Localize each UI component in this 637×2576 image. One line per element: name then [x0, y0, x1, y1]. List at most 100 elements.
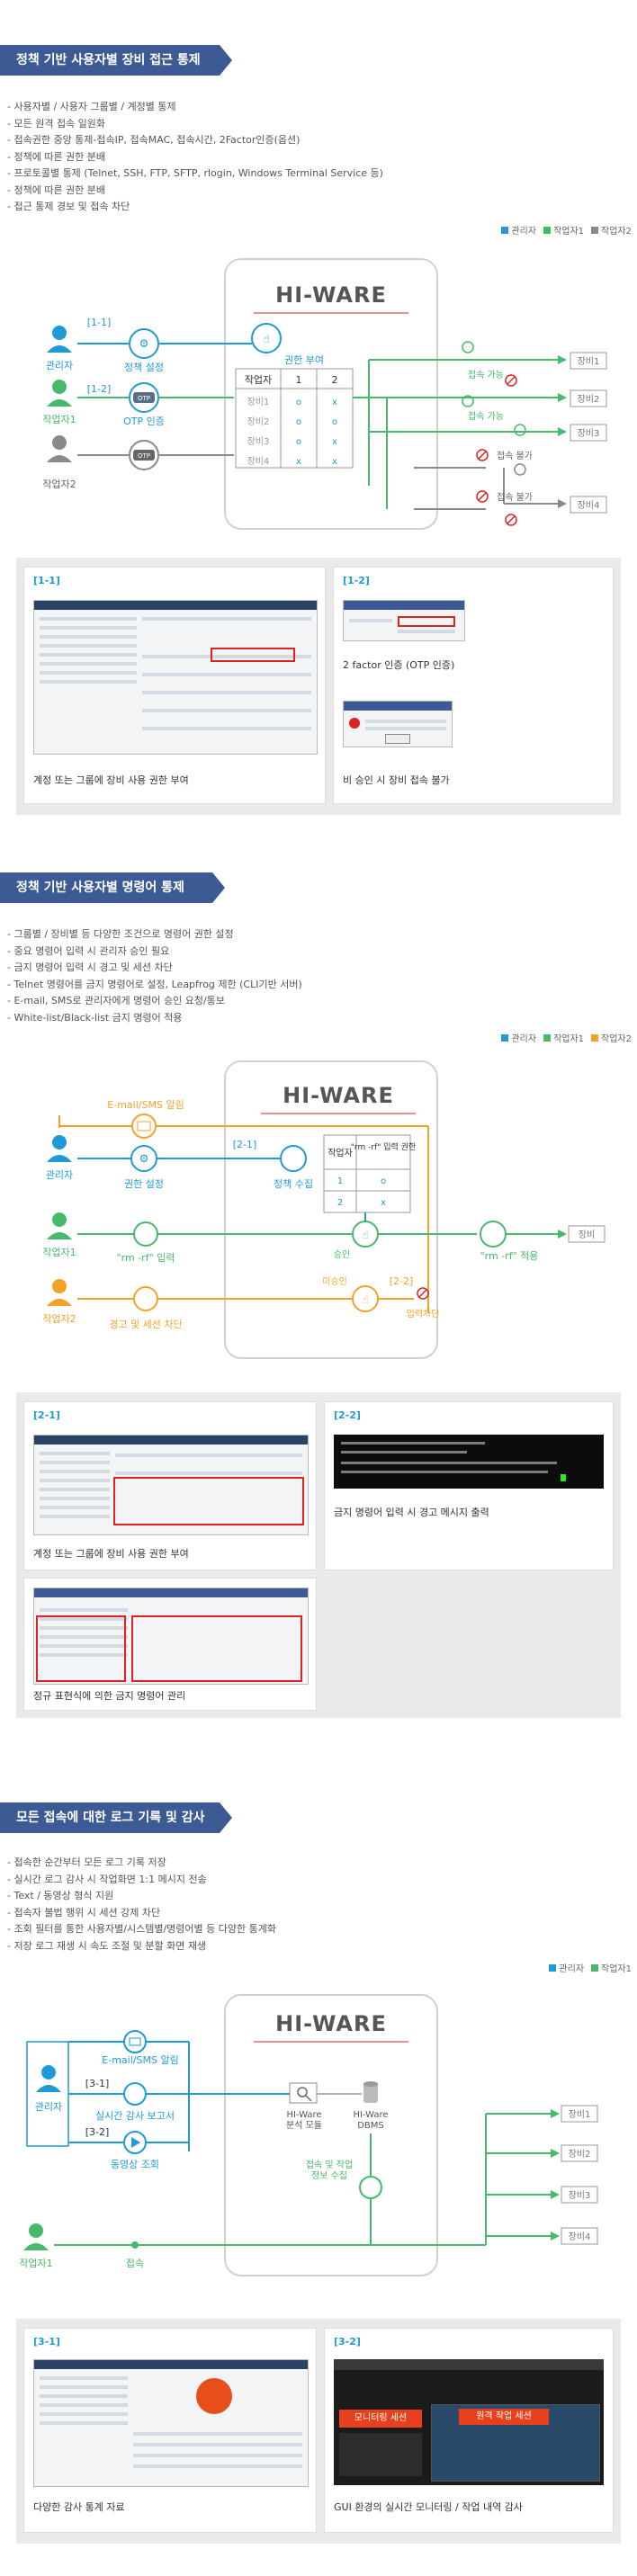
card-caption: 2 factor 인증 (OTP 인증)	[343, 659, 455, 671]
equipment-2: 장비2	[570, 389, 607, 407]
perm-label: 권한 설정	[124, 1178, 164, 1190]
deny-label: 미승인	[322, 1276, 347, 1287]
email-label: E-mail/SMS 알림	[107, 1098, 184, 1111]
block-icon	[476, 449, 489, 461]
legend-worker2: 작업자2	[591, 223, 632, 237]
section1-legend: 관리자 작업자1 작업자2	[501, 223, 632, 237]
equipment-3: 장비3	[561, 2186, 598, 2204]
dbms-label: HI-Ware	[353, 2110, 388, 2120]
svg-text:작업자: 작업자	[245, 374, 272, 386]
bullet: 접속자 불법 행위 시 세션 강제 차단	[7, 1905, 276, 1922]
legend-worker1: 작업자1	[591, 1961, 632, 1974]
svg-text:장비: 장비	[579, 1230, 595, 1240]
svg-text:작업자: 작업자	[327, 1147, 353, 1158]
svg-text:장비1: 장비1	[247, 397, 270, 407]
otp-dialog-thumbnail	[343, 600, 465, 641]
svg-text:☝: ☝	[362, 1293, 368, 1306]
bullet: 프로토콜별 통제 (Telnet, SSH, FTP, SFTP, rlogin…	[7, 165, 382, 183]
user-worker1-icon	[47, 380, 72, 407]
bullet: 사용자별 / 사용자 그룹별 / 계정별 통제	[7, 99, 383, 116]
rm-permission-table: 작업자 "rm -rf" 입력 권한 1 o 2 x	[323, 1134, 416, 1213]
user-worker2-icon	[47, 1279, 72, 1306]
svg-text:x: x	[381, 1198, 386, 1208]
equipment-3: 장비3	[570, 424, 607, 442]
bullet: 조회 필터를 통한 사용자별/시스템별/명령어별 등 다양한 통계화	[7, 1921, 276, 1938]
warn-label: 경고 및 세션 차단	[109, 1319, 182, 1330]
monitor-session-label: 모니터링 세션	[339, 2410, 422, 2428]
admin-label: 관리자	[46, 1169, 73, 1181]
section3-bullets: 접속한 순간부터 모든 로그 기록 저장 실시간 로그 감사 시 작업화면 1:…	[7, 1855, 276, 1954]
block-label: 입력차단	[407, 1308, 440, 1319]
section2-screens-panel: [2-1] 계정 또는 그룹에 장비 사용 권한 부여 [2-2] 금지 명령어…	[16, 1392, 621, 1718]
section3-legend: 관리자 작업자1	[549, 1961, 632, 1974]
legend-admin: 관리자	[501, 1031, 536, 1044]
grant-label: 권한 부여	[284, 354, 324, 366]
svg-text:장비3: 장비3	[578, 428, 600, 439]
connect-label: 접속	[126, 2258, 144, 2269]
section3-screens-panel: [3-1] 다양한 감사 통계 자료 [3-2] 모니터링 세션 원격 작업 세…	[16, 2319, 621, 2544]
svg-text:o: o	[296, 417, 301, 427]
keyboard-icon	[133, 1286, 158, 1311]
step-1-2: [1-2]	[87, 383, 112, 395]
svg-text:⚙: ⚙	[139, 1152, 149, 1165]
card-tag: [1-1]	[33, 575, 60, 586]
card-tag: [3-2]	[334, 2336, 361, 2348]
svg-text:장비3: 장비3	[247, 436, 270, 447]
card-1-1: [1-1] 계정 또는 그룹에 장비 사용 권한 부여	[23, 567, 326, 804]
section1-diagram: HI-WARE 관리자 작업자1 작업자2 [1-1] [1-2] ⚙ 정책 설…	[42, 258, 607, 530]
svg-text:x: x	[332, 457, 337, 467]
card-tag: [2-1]	[33, 1409, 60, 1421]
bullet: 저장 로그 재생 시 속도 조절 및 분할 화면 재생	[7, 1938, 276, 1955]
svg-text:접속 가능: 접속 가능	[468, 411, 504, 422]
screenshot-thumbnail	[33, 2359, 309, 2487]
svg-text:1: 1	[296, 374, 302, 386]
dbms-label-2: DBMS	[357, 2121, 384, 2131]
user-admin-icon	[36, 2065, 61, 2092]
card-caption: 다양한 감사 통계 자료	[33, 2501, 125, 2513]
power-icon	[514, 424, 526, 436]
legend-worker1: 작업자1	[543, 223, 584, 237]
report-label: 실시간 감사 보고서	[95, 2110, 175, 2122]
svg-text:장비4: 장비4	[578, 500, 600, 511]
screenshot-thumbnail	[33, 1435, 309, 1535]
equipment-1: 장비1	[561, 2105, 598, 2123]
svg-text:☝: ☝	[362, 1229, 368, 1241]
section2-legend: 관리자 작업자1 작업자2	[501, 1031, 632, 1044]
remote-session-label: 원격 작업 세션	[459, 2409, 549, 2425]
step-3-1: [3-1]	[85, 2078, 110, 2089]
user-admin-icon	[47, 326, 72, 353]
card-3-2: [3-2] 모니터링 세션 원격 작업 세션 GUI 환경의 실시간 모니터링 …	[324, 2328, 614, 2533]
legend-admin: 관리자	[549, 1961, 584, 1974]
step-3-2: [3-2]	[85, 2126, 110, 2138]
section3-title: 모든 접속에 대한 로그 기록 및 감사	[0, 1802, 232, 1833]
bullet: White-list/Black-list 금지 명령어 적용	[7, 1010, 302, 1027]
card-tag: [1-2]	[343, 575, 370, 586]
database-icon	[363, 2081, 378, 2103]
bullet: 그룹별 / 장비별 등 다양한 조건으로 명령어 권한 설정	[7, 926, 302, 944]
svg-text:o: o	[296, 398, 301, 407]
hiware-logo: HI-WARE	[275, 2011, 387, 2036]
report-icon	[123, 2082, 147, 2106]
card-caption: 계정 또는 그룹에 장비 사용 권한 부여	[33, 774, 189, 786]
worker1-label: 작업자1	[19, 2258, 52, 2269]
module-label-2: 분석 모듈	[286, 2120, 322, 2131]
hiware-logo: HI-WARE	[275, 282, 387, 308]
hiware-box	[224, 1994, 438, 2276]
user-admin-icon	[47, 1135, 72, 1162]
policy-label: 정책 설정	[124, 362, 164, 373]
bullet: 중요 명령어 입력 시 관리자 승인 필요	[7, 944, 302, 961]
power-icon	[514, 463, 526, 476]
mail-icon	[131, 1114, 157, 1139]
card-caption: 비 승인 시 장비 접속 불가	[343, 774, 450, 786]
equipment-4: 장비4	[570, 496, 607, 514]
section1-title: 정책 기반 사용자별 장비 접근 통제	[0, 45, 232, 76]
collect-label: 정책 수집	[274, 1178, 313, 1190]
bullet: 금지 명령어 입력 시 경고 및 세션 차단	[7, 960, 302, 977]
step-2-1: [2-1]	[233, 1139, 257, 1150]
terminal-thumbnail	[334, 1435, 604, 1489]
card-3-1: [3-1] 다양한 감사 통계 자료	[23, 2328, 317, 2533]
svg-text:OTP: OTP	[138, 395, 150, 402]
svg-text:o: o	[332, 417, 337, 427]
hand-icon	[251, 323, 282, 353]
search-icon	[289, 2082, 318, 2104]
